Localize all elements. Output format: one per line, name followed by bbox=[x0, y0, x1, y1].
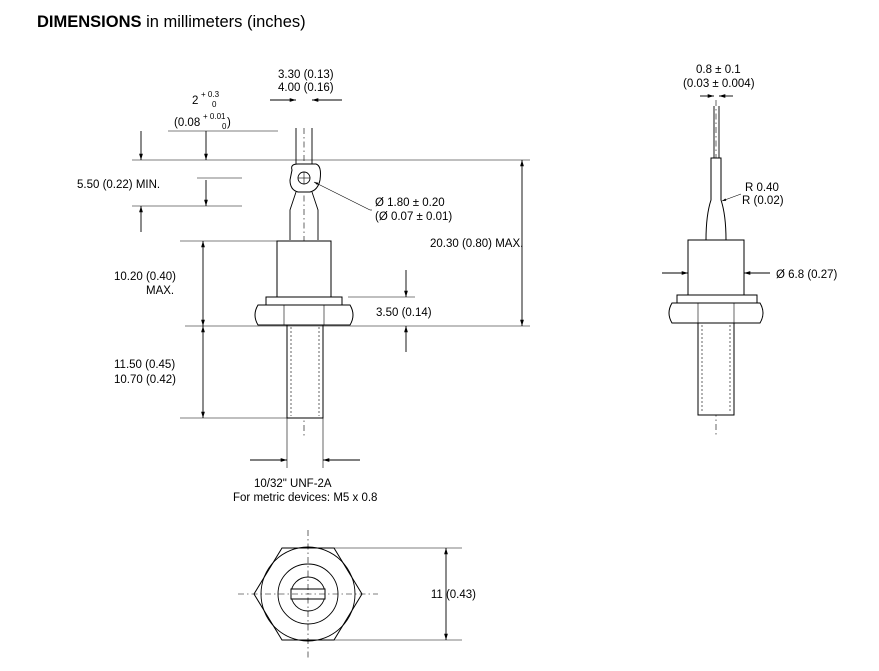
end-body bbox=[687, 239, 745, 296]
thread-spec-label: 10/32" UNF-2A bbox=[254, 478, 332, 490]
lug-tol-mm-bot: 0 bbox=[212, 100, 217, 109]
radius-mm-label: R 0.40 bbox=[745, 182, 779, 194]
end-washer bbox=[676, 294, 758, 304]
dimensions-heading: DIMENSIONS in millimeters (inches) bbox=[37, 13, 306, 32]
lug-tol-in-top: + 0.01 bbox=[203, 112, 226, 121]
body-dia-label: Ø 6.8 (0.27) bbox=[776, 269, 838, 281]
body-height-max-label: MAX. bbox=[146, 285, 174, 297]
flag-lead bbox=[705, 157, 727, 241]
lug-in-base-label: (0.08 bbox=[174, 117, 200, 129]
overall-max-label: 20.30 (0.80) MAX. bbox=[430, 238, 523, 250]
lug-base-label: 2 bbox=[192, 95, 198, 107]
side-view bbox=[132, 98, 530, 468]
hole-mm-label: Ø 1.80 ± 0.20 bbox=[375, 197, 445, 209]
lead-width-mm-label: 3.30 (0.13) bbox=[278, 69, 334, 81]
hex-height-label: 3.50 (0.14) bbox=[376, 307, 432, 319]
heading-bold: DIMENSIONS bbox=[37, 13, 142, 31]
lug-tol-in-bot: 0 bbox=[222, 122, 227, 131]
thread-len-2-label: 10.70 (0.42) bbox=[114, 374, 176, 386]
body-height-label: 10.20 (0.40) bbox=[114, 271, 176, 283]
end-stud bbox=[697, 322, 735, 416]
lug-neck bbox=[289, 191, 319, 240]
lead-width-in-label: 4.00 (0.16) bbox=[278, 82, 334, 94]
wire-mm-label: 0.8 ± 0.1 bbox=[696, 64, 741, 76]
heading-rest: in millimeters (inches) bbox=[141, 13, 306, 31]
wire-in-label: (0.03 ± 0.004) bbox=[683, 78, 755, 90]
washer bbox=[265, 296, 343, 306]
end-view bbox=[662, 94, 770, 436]
lead-min-label: 5.50 (0.22) MIN. bbox=[77, 179, 160, 191]
lug-in-close: ) bbox=[227, 117, 231, 129]
hex-nut bbox=[254, 304, 354, 326]
diode-body bbox=[276, 240, 332, 298]
thread-metric-label: For metric devices: M5 x 0.8 bbox=[233, 492, 377, 504]
lug-tol-mm-top: + 0.3 bbox=[201, 90, 220, 99]
thread-len-1-label: 11.50 (0.45) bbox=[114, 359, 175, 371]
end-hex bbox=[668, 302, 764, 324]
hex-flat-label: 11 (0.43) bbox=[431, 589, 476, 601]
radius-in-label: R (0.02) bbox=[742, 195, 784, 207]
thread-stud bbox=[286, 324, 324, 419]
bottom-view bbox=[238, 530, 462, 660]
hole-in-label: (Ø 0.07 ± 0.01) bbox=[375, 211, 452, 223]
